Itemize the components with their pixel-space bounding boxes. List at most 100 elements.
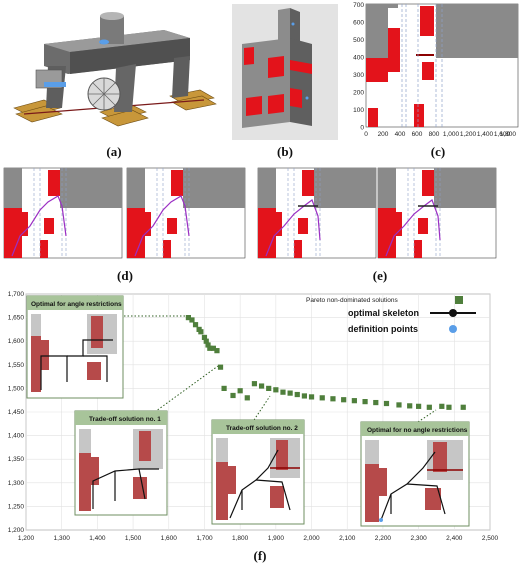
- y-tick-label: 1,550: [8, 362, 25, 369]
- pareto-point: [330, 396, 336, 402]
- c-x-tick: 400: [395, 131, 406, 138]
- inset-optimal-angle: Optimal for angle restrictions: [26, 295, 124, 399]
- pareto-point: [203, 338, 209, 344]
- x-tick-label: 1,900: [268, 535, 285, 542]
- pareto-point: [214, 348, 220, 354]
- x-tick-label: 1,800: [232, 535, 249, 542]
- c-x-tick: 200: [378, 131, 389, 138]
- x-tick-label: 2,400: [446, 535, 463, 542]
- pareto-point: [273, 387, 279, 393]
- pareto-point: [407, 403, 413, 409]
- c-x-tick: 600: [412, 131, 423, 138]
- y-tick-label: 1,650: [8, 315, 25, 322]
- c-x-tick: 1,800: [500, 131, 517, 138]
- pareto-point: [185, 315, 191, 321]
- legend-definition-label: definition points: [348, 324, 418, 334]
- c-x-tick: 1,600: [494, 131, 511, 138]
- x-tick-label: 1,500: [125, 535, 142, 542]
- caption-f: (f): [253, 548, 267, 563]
- pareto-point: [294, 391, 300, 398]
- inset-3-title: Trade-off solution no. 2: [226, 425, 298, 432]
- inset-tradeoff-1: Trade-off solution no. 1: [74, 410, 168, 516]
- x-tick-label: 2,200: [375, 535, 392, 542]
- c-y-tick: 100: [353, 107, 364, 114]
- inset-2-title: Trade-off solution no. 1: [89, 416, 161, 423]
- x-tick-label: 1,700: [196, 535, 213, 542]
- pareto-point: [351, 398, 357, 404]
- pareto-point: [383, 400, 390, 407]
- pareto-point: [341, 397, 347, 403]
- pareto-point: [258, 383, 265, 389]
- pareto-point: [460, 404, 466, 410]
- c-y-tick: 400: [353, 55, 364, 62]
- caption-b: (b): [277, 144, 293, 159]
- pareto-point: [192, 322, 199, 328]
- panel-c-layout-chart: 700 600 500 400 300 200 100 0 0 200: [348, 0, 520, 142]
- c-x-tick: 1,400: [477, 131, 494, 138]
- c-x-tick: 0: [364, 131, 368, 138]
- y-tick-label: 1,700: [8, 291, 25, 298]
- pareto-chart-svg: 1,200 1,250 1,300 1,350 1,400 1,450 1,500 1,550…: [8, 291, 499, 542]
- pareto-point: [251, 381, 258, 387]
- pareto-point: [201, 334, 208, 341]
- pareto-point: [230, 392, 236, 399]
- inset-optimal-no-angle: Optimal for no angle restrictions: [360, 421, 470, 527]
- pareto-point: [287, 390, 293, 396]
- pareto-point: [373, 399, 379, 406]
- c-y-tick: 700: [353, 2, 364, 9]
- y-tick-label: 1,200: [8, 527, 25, 534]
- y-tick-label: 1,300: [8, 480, 25, 487]
- legend-definition-marker: [449, 325, 457, 333]
- inset-tradeoff-2: Trade-off solution no. 2: [211, 419, 305, 525]
- legend: Pareto non-dominated solutions optimal s…: [306, 296, 476, 334]
- c-x-tick: 1,200: [460, 131, 477, 138]
- c-x-tick: 1,000: [443, 131, 460, 138]
- caption-e: (e): [372, 268, 388, 283]
- x-tick-label: 2,300: [410, 535, 427, 542]
- pareto-point: [416, 403, 422, 409]
- pareto-point: [280, 389, 286, 395]
- pareto-point: [198, 329, 204, 335]
- pareto-point: [221, 385, 227, 391]
- pareto-point: [189, 317, 195, 323]
- y-tick-label: 1,400: [8, 433, 25, 440]
- x-tick-label: 1,200: [18, 535, 35, 542]
- y-tick-label: 1,500: [8, 385, 25, 392]
- x-tick-label: 2,500: [482, 535, 499, 542]
- y-tick-label: 1,350: [8, 456, 25, 463]
- x-tick-label: 2,000: [303, 535, 320, 542]
- pareto-point: [319, 395, 325, 401]
- pareto-point: [207, 345, 213, 351]
- inset-4-title: Optimal for no angle restrictions: [367, 427, 468, 434]
- c-y-tick: 200: [353, 90, 364, 97]
- c-y-tick: 500: [353, 37, 364, 44]
- pareto-point: [205, 342, 211, 348]
- y-tick-label: 1,600: [8, 338, 25, 345]
- pareto-point: [308, 394, 315, 400]
- panel-d-diagrams: [0, 166, 520, 262]
- inset-1-title: Optimal for angle restrictions: [31, 301, 122, 308]
- x-tick-label: 1,300: [54, 535, 71, 542]
- caption-d: (d): [117, 268, 133, 283]
- y-tick-label: 1,450: [8, 409, 25, 416]
- pareto-point: [446, 404, 452, 410]
- pareto-point: [439, 403, 445, 409]
- pareto-chart: 1,200 1,250 1,300 1,350 1,400 1,450 1,500 1,550…: [0, 284, 520, 546]
- caption-c: (c): [430, 144, 446, 159]
- pareto-point: [217, 364, 224, 370]
- panel-a-cad-render: [4, 4, 220, 140]
- pareto-point: [244, 395, 250, 401]
- panel-b-3d-part: [232, 4, 338, 140]
- pareto-point: [426, 404, 432, 410]
- pareto-point: [237, 388, 243, 394]
- c-x-tick: 800: [429, 131, 440, 138]
- legend-title: Pareto non-dominated solutions: [306, 297, 399, 304]
- legend-skeleton-marker: [449, 309, 457, 317]
- pareto-point: [301, 393, 307, 399]
- pareto-point: [210, 345, 216, 351]
- c-y-tick: 600: [353, 20, 364, 27]
- legend-skeleton-label: optimal skeleton: [348, 308, 419, 318]
- x-tick-label: 2,100: [339, 535, 356, 542]
- pareto-point: [362, 399, 368, 405]
- y-tick-label: 1,250: [8, 503, 25, 510]
